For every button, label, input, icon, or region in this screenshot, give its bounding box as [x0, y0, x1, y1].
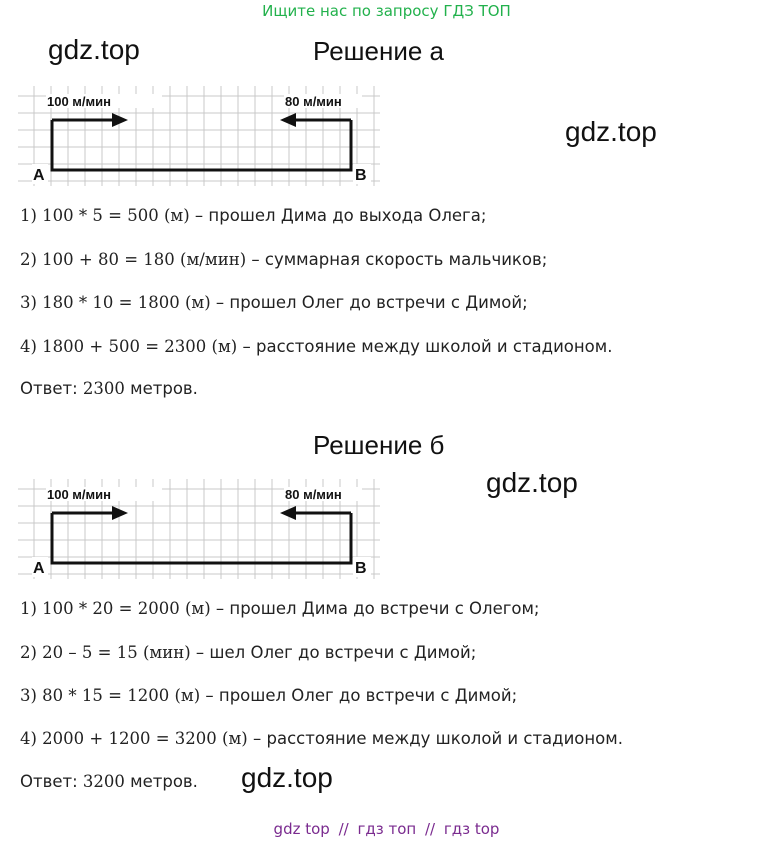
point-b-label: B [355, 560, 367, 577]
arrow-right-icon [112, 113, 128, 127]
footer-link-3[interactable]: гдз top [443, 820, 500, 838]
arrow-right-icon [112, 506, 128, 520]
watermark: gdz.top [48, 34, 140, 65]
route-line [50, 513, 353, 565]
point-a-label: A [33, 560, 45, 577]
footer-link-1[interactable]: gdz top [273, 820, 330, 838]
solution-a-line-3: 3) 180 * 10 = 1800 (м) – прошел Олег до … [20, 293, 528, 312]
solution-b-line-1: 1) 100 * 20 = 2000 (м) – прошел Дима до … [20, 599, 540, 618]
speed-label-right: 80 м/мин [285, 487, 342, 502]
footer-separator: // [424, 820, 436, 838]
watermark: gdz.top [486, 467, 578, 498]
speed-label-right: 80 м/мин [285, 94, 342, 109]
footer-links: gdz top // гдз топ // гдз top [0, 820, 773, 838]
solution-a-diagram: 100 м/мин 80 м/мин A B [18, 86, 380, 186]
solution-a-line-1: 1) 100 * 5 = 500 (м) – прошел Дима до вы… [20, 206, 487, 225]
solution-b-title: Решение б [313, 430, 445, 460]
speed-label-left: 100 м/мин [47, 94, 111, 109]
solution-a-line-4: 4) 1800 + 500 = 2300 (м) – расстояние ме… [20, 337, 613, 356]
speed-label-left: 100 м/мин [47, 487, 111, 502]
watermark: gdz.top [241, 762, 333, 793]
footer-separator: // [338, 820, 349, 838]
solution-b-answer: Ответ: 3200 метров. [20, 772, 198, 791]
point-b-label: B [355, 167, 367, 184]
footer-link-2[interactable]: гдз топ [357, 820, 417, 838]
solution-a-title: Решение а [313, 36, 445, 66]
route-line [50, 120, 353, 172]
watermark: gdz.top [565, 116, 657, 147]
solution-b-line-3: 3) 80 * 15 = 1200 (м) – прошел Олег до в… [20, 686, 518, 705]
solution-b-line-2: 2) 20 – 5 = 15 (мин) – шел Олег до встре… [20, 643, 477, 662]
search-hint-link[interactable]: Ищите нас по запросу ГДЗ ТОП [262, 2, 511, 20]
solution-b-diagram: 100 м/мин 80 м/мин A B [18, 479, 380, 579]
arrow-left-icon [280, 506, 296, 520]
solution-b-line-4: 4) 2000 + 1200 = 3200 (м) – расстояние м… [20, 729, 623, 748]
solution-a-answer: Ответ: 2300 метров. [20, 379, 198, 398]
solution-a-line-2: 2) 100 + 80 = 180 (м/мин) – суммарная ск… [20, 250, 548, 269]
arrow-left-icon [280, 113, 296, 127]
point-a-label: A [33, 167, 45, 184]
